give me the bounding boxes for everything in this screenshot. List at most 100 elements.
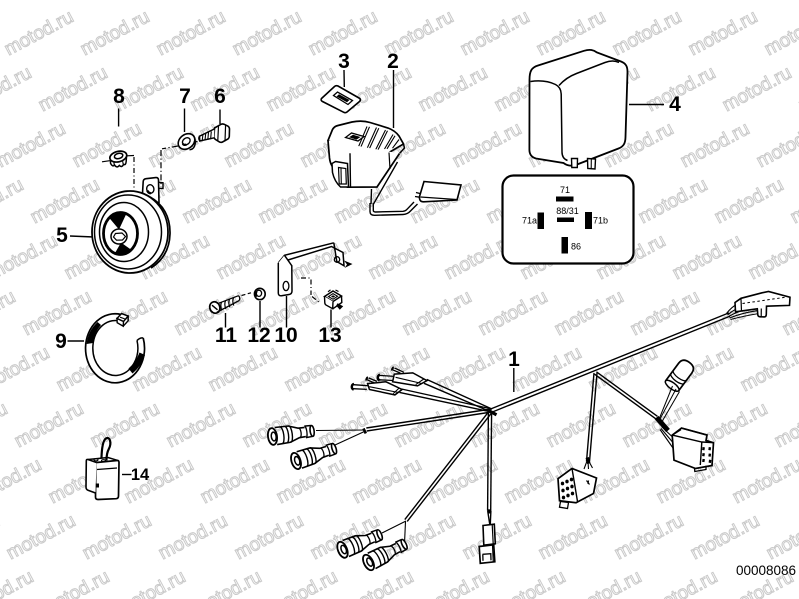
svg-text:motod.ru: motod.ru — [27, 174, 103, 228]
svg-text:motod.ru: motod.ru — [569, 566, 645, 599]
svg-text:motod.ru: motod.ru — [719, 62, 795, 116]
svg-text:71: 71 — [560, 185, 570, 195]
svg-text:motod.ru: motod.ru — [37, 566, 113, 599]
svg-text:motod.ru: motod.ru — [0, 566, 37, 599]
svg-text:13: 13 — [318, 324, 341, 347]
svg-text:motod.ru: motod.ru — [753, 118, 799, 172]
svg-text:2: 2 — [387, 50, 399, 73]
svg-text:motod.ru: motod.ru — [1, 6, 77, 60]
svg-text:motod.ru: motod.ru — [179, 174, 255, 228]
svg-text:motod.ru: motod.ru — [0, 398, 11, 452]
svg-text:14: 14 — [131, 466, 150, 484]
svg-text:motod.ru: motod.ru — [761, 6, 799, 60]
svg-text:motod.ru: motod.ru — [265, 566, 341, 599]
svg-text:motod.ru: motod.ru — [543, 398, 619, 452]
svg-text:motod.ru: motod.ru — [457, 6, 533, 60]
svg-text:motod.ru: motod.ru — [43, 0, 119, 4]
svg-text:motod.ru: motod.ru — [87, 398, 163, 452]
svg-text:motod.ru: motod.ru — [281, 342, 357, 396]
svg-text:motod.ru: motod.ru — [229, 6, 305, 60]
svg-text:motod.ru: motod.ru — [365, 230, 441, 284]
svg-text:1: 1 — [508, 348, 520, 371]
svg-text:motod.ru: motod.ru — [0, 6, 1, 60]
svg-text:motod.ru: motod.ru — [711, 174, 787, 228]
svg-text:motod.ru: motod.ru — [197, 454, 273, 508]
svg-text:motod.ru: motod.ru — [119, 0, 195, 4]
svg-text:motod.ru: motod.ru — [383, 510, 459, 564]
svg-text:motod.ru: motod.ru — [189, 566, 265, 599]
svg-text:88/31: 88/31 — [556, 206, 579, 216]
svg-text:motod.ru: motod.ru — [221, 118, 297, 172]
svg-text:10: 10 — [274, 324, 297, 347]
svg-text:motod.ru: motod.ru — [493, 566, 569, 599]
svg-text:motod.ru: motod.ru — [729, 454, 799, 508]
svg-text:motod.ru: motod.ru — [35, 62, 111, 116]
svg-text:11: 11 — [215, 324, 238, 347]
svg-text:motod.ru: motod.ru — [787, 174, 799, 228]
svg-text:motod.ru: motod.ru — [155, 510, 231, 564]
svg-text:motod.ru: motod.ru — [669, 230, 745, 284]
svg-text:motod.ru: motod.ru — [79, 510, 155, 564]
svg-text:motod.ru: motod.ru — [195, 0, 271, 4]
svg-text:00008086: 00008086 — [736, 563, 796, 578]
svg-text:motod.ru: motod.ru — [0, 286, 19, 340]
svg-text:6: 6 — [214, 85, 226, 108]
svg-text:motod.ru: motod.ru — [271, 0, 347, 4]
svg-text:motod.ru: motod.ru — [341, 566, 417, 599]
svg-text:86: 86 — [571, 242, 581, 252]
svg-text:motod.ru: motod.ru — [509, 342, 585, 396]
svg-text:motod.ru: motod.ru — [415, 62, 491, 116]
svg-text:motod.ru: motod.ru — [263, 62, 339, 116]
svg-text:motod.ru: motod.ru — [499, 0, 575, 4]
svg-text:motod.ru: motod.ru — [425, 454, 501, 508]
svg-text:motod.ru: motod.ru — [475, 286, 551, 340]
svg-text:motod.ru: motod.ru — [273, 454, 349, 508]
svg-text:motod.ru: motod.ru — [611, 510, 687, 564]
svg-text:motod.ru: motod.ru — [0, 454, 45, 508]
svg-text:motod.ru: motod.ru — [0, 118, 69, 172]
svg-text:motod.ru: motod.ru — [727, 0, 799, 4]
svg-text:motod.ru: motod.ru — [459, 510, 535, 564]
svg-text:motod.ru: motod.ru — [69, 118, 145, 172]
svg-text:motod.ru: motod.ru — [153, 6, 229, 60]
svg-text:motod.ru: motod.ru — [417, 566, 493, 599]
svg-text:motod.ru: motod.ru — [255, 174, 331, 228]
svg-text:motod.ru: motod.ru — [763, 510, 799, 564]
svg-text:motod.ru: motod.ru — [795, 62, 799, 116]
svg-text:motod.ru: motod.ru — [77, 6, 153, 60]
svg-text:motod.ru: motod.ru — [643, 62, 719, 116]
svg-text:motod.ru: motod.ru — [0, 62, 35, 116]
svg-text:motod.ru: motod.ru — [609, 6, 685, 60]
svg-text:motod.ru: motod.ru — [651, 0, 727, 4]
svg-text:motod.ru: motod.ru — [745, 230, 799, 284]
svg-text:motod.ru: motod.ru — [3, 510, 79, 564]
svg-text:motod.ru: motod.ru — [231, 510, 307, 564]
svg-text:8: 8 — [113, 85, 125, 108]
svg-text:motod.ru: motod.ru — [551, 286, 627, 340]
svg-text:71b: 71b — [593, 216, 608, 226]
svg-text:motod.ru: motod.ru — [645, 566, 721, 599]
svg-text:motod.ru: motod.ru — [635, 174, 711, 228]
svg-text:motod.ru: motod.ru — [0, 510, 3, 564]
svg-text:motod.ru: motod.ru — [535, 510, 611, 564]
svg-text:motod.ru: motod.ru — [449, 118, 525, 172]
svg-text:3: 3 — [338, 50, 350, 73]
svg-text:motod.ru: motod.ru — [0, 230, 61, 284]
svg-text:motod.ru: motod.ru — [349, 454, 425, 508]
svg-text:motod.ru: motod.ru — [289, 230, 365, 284]
svg-text:motod.ru: motod.ru — [113, 566, 189, 599]
svg-text:motod.ru: motod.ru — [399, 286, 475, 340]
svg-text:motod.ru: motod.ru — [737, 342, 799, 396]
svg-text:motod.ru: motod.ru — [0, 0, 43, 4]
svg-text:motod.ru: motod.ru — [685, 6, 761, 60]
svg-text:motod.ru: motod.ru — [771, 398, 799, 452]
svg-text:motod.ru: motod.ru — [677, 118, 753, 172]
svg-text:motod.ru: motod.ru — [423, 0, 499, 4]
svg-text:12: 12 — [247, 324, 270, 347]
svg-text:motod.ru: motod.ru — [687, 510, 763, 564]
svg-text:9: 9 — [55, 330, 67, 353]
svg-text:motod.ru: motod.ru — [205, 342, 281, 396]
svg-text:motod.ru: motod.ru — [163, 398, 239, 452]
svg-text:motod.ru: motod.ru — [0, 342, 53, 396]
svg-text:motod.ru: motod.ru — [347, 0, 423, 4]
